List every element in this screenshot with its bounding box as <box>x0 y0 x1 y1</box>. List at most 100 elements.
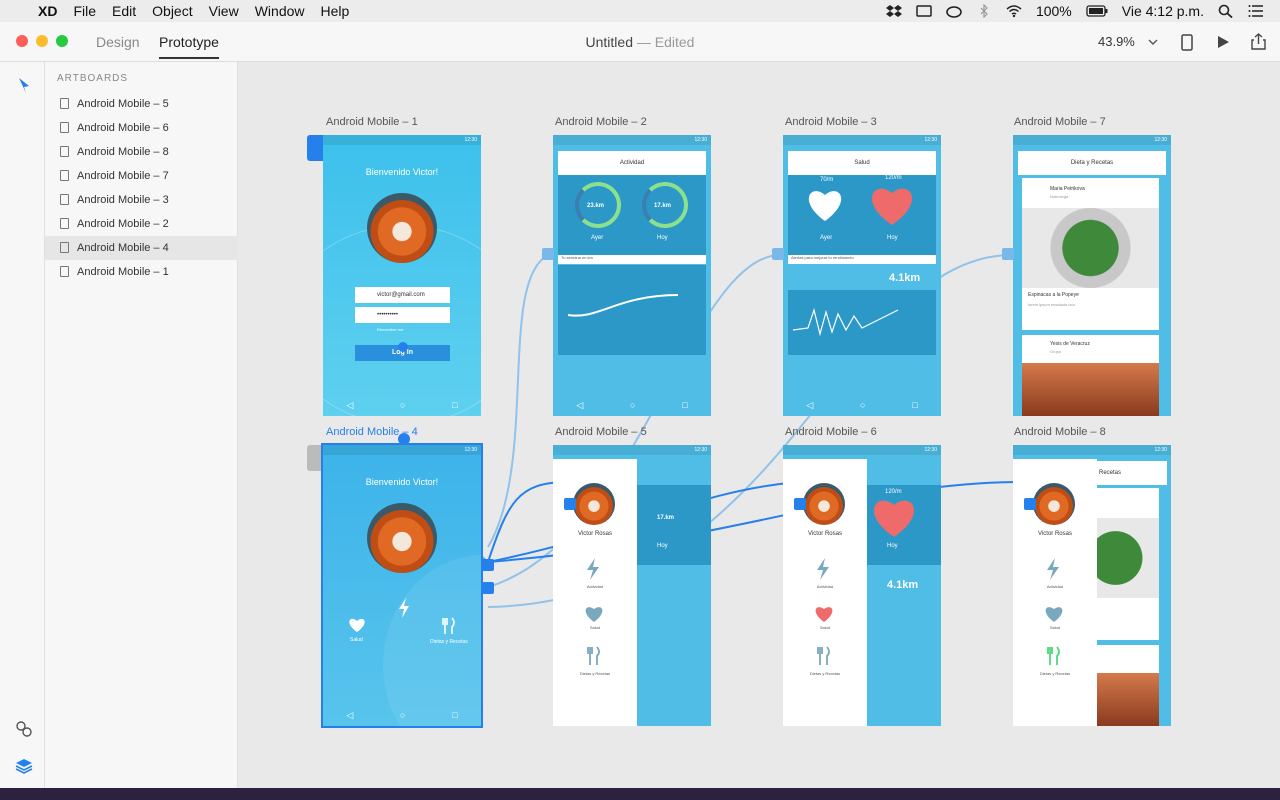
close-window-button[interactable] <box>16 35 28 47</box>
artboard-label-8[interactable]: Android Mobile – 8 <box>1014 426 1106 438</box>
food-icon[interactable] <box>1046 646 1062 666</box>
recipe-card[interactable] <box>1097 488 1159 640</box>
menubar-clock[interactable]: Vie 4:12 p.m. <box>1121 3 1204 19</box>
artboard-label-4[interactable]: Android Mobile – 4 <box>326 426 418 438</box>
menu-file[interactable]: File <box>73 3 97 19</box>
tab-design[interactable]: Design <box>96 34 140 50</box>
author-role: Nutriologa <box>1050 194 1069 199</box>
spotlight-search-icon[interactable] <box>1218 4 1234 18</box>
artboard-list-item[interactable]: Android Mobile – 5 <box>45 92 238 116</box>
prototype-canvas[interactable]: Android Mobile – 1 Android Mobile – 2 An… <box>238 62 1280 788</box>
drawer-salud-label[interactable]: Salud <box>589 625 601 630</box>
artboard-list-item[interactable]: Android Mobile – 1 <box>45 260 238 284</box>
link-target[interactable] <box>794 498 806 510</box>
artboard-list-item[interactable]: Android Mobile – 8 <box>45 140 238 164</box>
artboard-list-item[interactable]: Android Mobile – 2 <box>45 212 238 236</box>
minimize-window-button[interactable] <box>36 35 48 47</box>
heart-monitor-icon[interactable] <box>1043 605 1065 623</box>
zoom-level[interactable]: 43.9% <box>1098 34 1135 49</box>
artboard-android-5[interactable]: 12:30 17.km Hoy Victor Rosas Actividad S… <box>553 445 711 726</box>
display-icon[interactable] <box>916 4 932 18</box>
artboard-android-6[interactable]: 12:30 120/m Hoy 4.1km Victor Rosas Activ… <box>783 445 941 726</box>
menu-object[interactable]: Object <box>152 3 193 19</box>
artboard-list-item[interactable]: Android Mobile – 3 <box>45 188 238 212</box>
artboard-android-8[interactable]: 12:30 Recetas Victor Rosas Actividad Sal… <box>1013 445 1171 726</box>
recipe-card[interactable]: Yesis de Veracruz Grupo <box>1022 335 1159 416</box>
artboard-list-item[interactable]: Android Mobile – 7 <box>45 164 238 188</box>
symbols-icon[interactable] <box>15 720 33 738</box>
device-preview-icon[interactable] <box>1181 34 1193 51</box>
remember-checkbox[interactable]: Remember me <box>377 327 404 332</box>
artboard-label-5[interactable]: Android Mobile – 5 <box>555 426 647 438</box>
link-handle[interactable] <box>482 559 494 571</box>
tab-prototype[interactable]: Prototype <box>159 34 219 59</box>
lightning-icon[interactable] <box>815 557 831 581</box>
food-icon[interactable] <box>586 646 602 666</box>
artboard-list-item[interactable]: Android Mobile – 6 <box>45 116 238 140</box>
drawer-activity-label[interactable]: Actividad <box>816 584 834 589</box>
lightning-icon[interactable] <box>1045 557 1061 581</box>
creative-cloud-icon[interactable] <box>946 4 962 18</box>
zoom-window-button[interactable] <box>56 35 68 47</box>
link-handle[interactable] <box>398 433 410 445</box>
chevron-down-icon[interactable] <box>1148 38 1158 46</box>
artboard-label-6[interactable]: Android Mobile – 6 <box>785 426 877 438</box>
artboard-android-2[interactable]: 12:30 Actividad 23.km 17.km Ayer Hoy Tu … <box>553 135 711 416</box>
food-icon[interactable] <box>816 646 832 666</box>
artboard-list-item[interactable]: Android Mobile – 4 <box>45 236 238 260</box>
heart-monitor-icon[interactable] <box>347 617 367 633</box>
lightning-icon[interactable] <box>397 597 411 619</box>
drawer-activity-label[interactable]: Actividad <box>1046 584 1064 589</box>
android-navbar: ◁○□ <box>806 399 918 411</box>
home-icon[interactable]: ○ <box>400 400 406 410</box>
drawer-salud-label[interactable]: Salud <box>1049 625 1061 630</box>
heart-monitor-icon[interactable] <box>583 605 605 623</box>
home-marker-icon[interactable] <box>307 445 323 471</box>
recipe-card[interactable] <box>1097 645 1159 726</box>
drawer-salud-label[interactable]: Salud <box>819 625 831 630</box>
app-menu[interactable]: XD <box>38 3 58 19</box>
artboard-label-2[interactable]: Android Mobile – 2 <box>555 116 647 128</box>
recipe-card[interactable]: Maria Petrikova Nutriologa Espinacas a l… <box>1022 178 1159 330</box>
artboard-android-3[interactable]: 12:30 Salud 70/m 120/m Ayer Hoy Alertas … <box>783 135 941 416</box>
battery-icon[interactable] <box>1086 4 1108 18</box>
artboard-label-7[interactable]: Android Mobile – 7 <box>1014 116 1106 128</box>
menu-edit[interactable]: Edit <box>112 3 137 19</box>
login-button[interactable]: Log In <box>355 345 450 361</box>
link-target[interactable] <box>564 498 576 510</box>
password-field[interactable]: •••••••••• <box>355 307 450 323</box>
drawer-dietas-label[interactable]: Dietas y Recetas <box>579 671 611 676</box>
link-target[interactable] <box>772 248 784 260</box>
link-target[interactable] <box>542 248 554 260</box>
menu-window[interactable]: Window <box>254 3 305 19</box>
artboard-label-3[interactable]: Android Mobile – 3 <box>785 116 877 128</box>
food-icon[interactable] <box>441 617 457 635</box>
email-field[interactable]: victor@gmail.com <box>355 287 450 303</box>
link-handle[interactable] <box>398 342 408 352</box>
drawer-dietas-label[interactable]: Dietas y Recetas <box>809 671 841 676</box>
heart-monitor-icon[interactable] <box>813 605 835 623</box>
play-preview-icon[interactable] <box>1216 35 1230 49</box>
recents-icon[interactable]: □ <box>452 400 458 410</box>
artboard-label-1[interactable]: Android Mobile – 1 <box>326 116 418 128</box>
drawer-dietas-label[interactable]: Dietas y Recetas <box>1039 671 1071 676</box>
menu-help[interactable]: Help <box>320 3 350 19</box>
drawer-activity-label[interactable]: Actividad <box>586 584 604 589</box>
artboard-android-7[interactable]: 12:30 Dieta y Recetas Maria Petrikova Nu… <box>1013 135 1171 416</box>
link-handle[interactable] <box>482 582 494 594</box>
dropbox-icon[interactable] <box>885 4 902 18</box>
bluetooth-icon[interactable] <box>976 4 992 18</box>
artboard-android-1[interactable]: 12:30 Bienvenido Victor! victor@gmail.co… <box>323 135 481 416</box>
link-target[interactable] <box>1024 498 1036 510</box>
layers-icon[interactable] <box>15 758 33 774</box>
home-marker-icon[interactable] <box>307 135 323 161</box>
lightning-icon[interactable] <box>585 557 601 581</box>
menu-view[interactable]: View <box>208 3 239 19</box>
share-icon[interactable] <box>1251 33 1266 50</box>
link-target[interactable] <box>1002 248 1014 260</box>
back-icon[interactable]: ◁ <box>346 399 354 410</box>
wifi-icon[interactable] <box>1006 4 1022 18</box>
artboard-android-4[interactable]: 12:30 Bienvenido Victor! Salud Dietas y … <box>321 443 483 728</box>
select-tool-icon[interactable] <box>17 77 31 95</box>
notification-center-icon[interactable] <box>1248 4 1264 18</box>
